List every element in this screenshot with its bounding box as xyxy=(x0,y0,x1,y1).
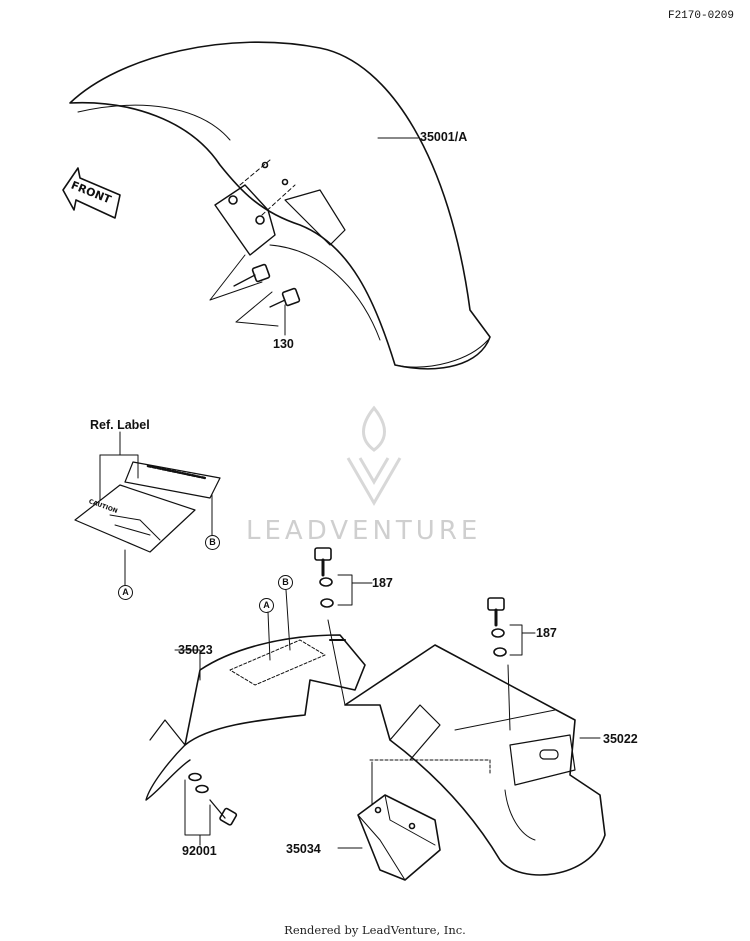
callout-b-ref: B xyxy=(205,535,220,550)
part-label-92001[interactable]: 92001 xyxy=(182,844,217,858)
ref-label-title: Ref. Label xyxy=(90,418,150,432)
part-label-187-upper[interactable]: 187 xyxy=(372,576,393,590)
rear-fender-front xyxy=(145,589,366,846)
ref-label-group xyxy=(74,431,221,586)
callout-b-fender: B xyxy=(278,575,293,590)
bolt-set-right xyxy=(487,597,536,731)
front-fender xyxy=(69,41,491,370)
part-label-35023[interactable]: 35023 xyxy=(178,643,213,657)
watermark-text: LEADVENTURE xyxy=(246,516,482,546)
part-label-130[interactable]: 130 xyxy=(273,337,294,351)
rear-fender xyxy=(344,644,606,876)
front-arrow xyxy=(62,167,121,219)
part-label-35022[interactable]: 35022 xyxy=(603,732,638,746)
watermark-logo xyxy=(346,405,402,506)
part-label-35034[interactable]: 35034 xyxy=(286,842,321,856)
callout-a-ref: A xyxy=(118,585,133,600)
callout-a-fender: A xyxy=(259,598,274,613)
diagram-id: F2170-0209 xyxy=(667,10,734,22)
part-label-187-right[interactable]: 187 xyxy=(536,626,557,640)
footer-credit: Rendered by LeadVenture, Inc. xyxy=(284,923,466,937)
bolt-set-upper xyxy=(314,547,373,706)
bracket-35034 xyxy=(337,794,441,881)
part-label-35001a[interactable]: 35001/A xyxy=(420,130,468,144)
